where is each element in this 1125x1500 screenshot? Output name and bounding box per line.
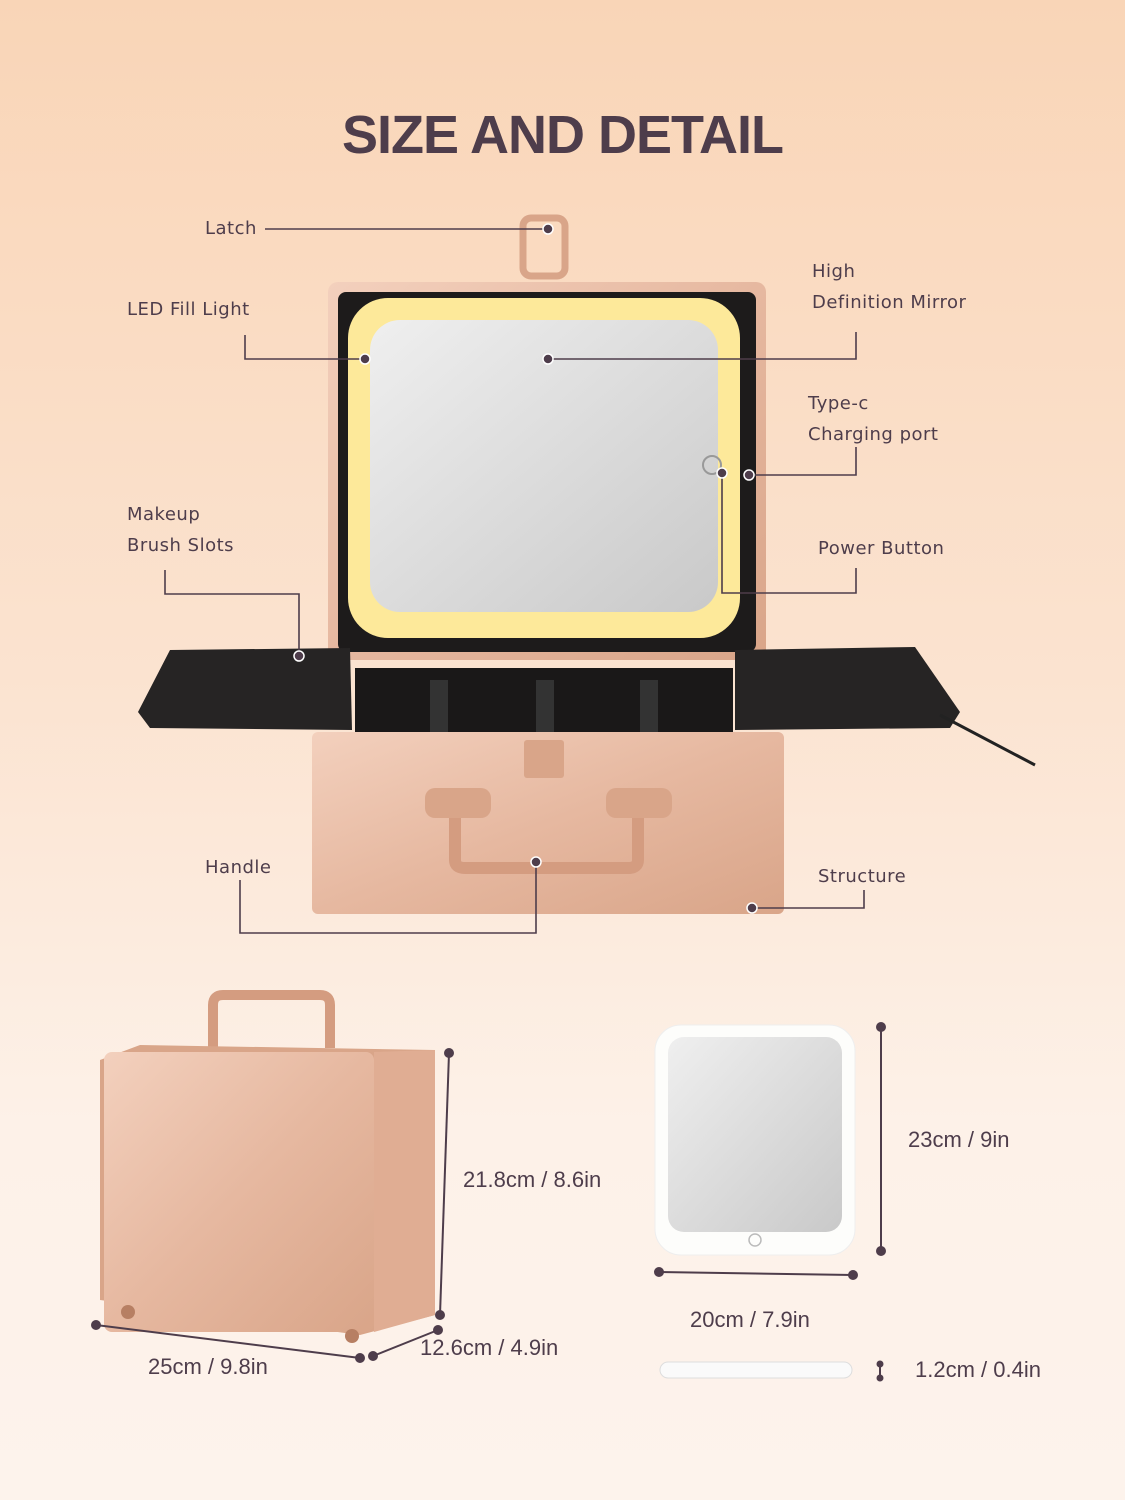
brush-label-line1: Makeup — [127, 504, 201, 525]
mirror-label-line1: High — [812, 261, 856, 282]
typec-label-line2: Charging port — [808, 424, 939, 445]
brush-label-line2: Brush Slots — [127, 535, 235, 556]
mirror-dimension-lines — [654, 1022, 886, 1382]
handle-part — [449, 810, 644, 874]
left-brush-tray — [138, 648, 352, 730]
case-depth-dimension: 12.6cm / 4.9in — [420, 1335, 559, 1360]
handle-label: Handle — [205, 857, 272, 878]
mirror-surface — [370, 320, 718, 612]
detached-mirror-illustration — [654, 1024, 856, 1379]
case-base — [312, 732, 784, 914]
case-dimension-lines — [91, 1048, 454, 1363]
power-button-label: Power Button — [818, 538, 945, 559]
mirror-height-dimension: 23cm / 9in — [908, 1127, 1010, 1152]
structure-label: Structure — [818, 866, 907, 887]
power-button-part — [702, 455, 722, 475]
right-brush-tray — [735, 647, 960, 730]
mirror-label-line2: Definition Mirror — [812, 292, 967, 313]
callout-lines — [164, 228, 865, 934]
mirror-thickness-dimension: 1.2cm / 0.4in — [915, 1357, 1041, 1382]
latch-label: Latch — [205, 218, 257, 239]
case-height-dimension: 21.8cm / 8.6in — [463, 1167, 602, 1192]
case-width-dimension: 25cm / 9.8in — [148, 1354, 268, 1379]
typec-label-line1: Type-c — [808, 393, 869, 414]
led-fill-light-label: LED Fill Light — [127, 299, 250, 320]
page-title: SIZE AND DETAIL — [342, 105, 784, 165]
mirror-width-dimension: 20cm / 7.9in — [690, 1307, 810, 1332]
callout-dots — [293, 223, 758, 914]
closed-case-illustration — [100, 990, 435, 1343]
latch-part — [519, 214, 569, 280]
